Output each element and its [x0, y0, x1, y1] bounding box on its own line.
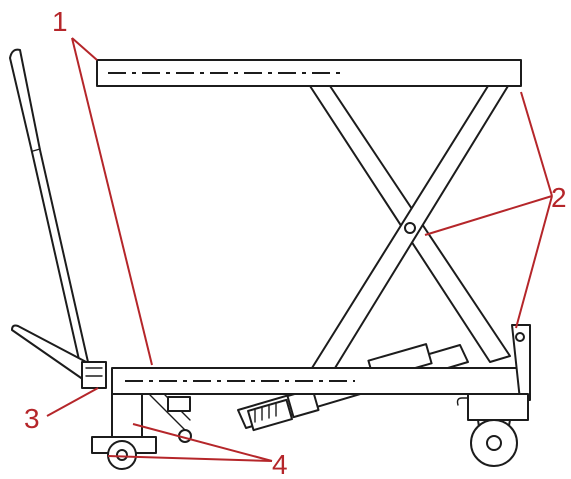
- leader-2-bottom: [515, 195, 553, 329]
- callout-2: 2: [551, 182, 567, 213]
- scissor-arms: [309, 85, 511, 369]
- leader-4-left: [107, 455, 273, 462]
- callout-3: 3: [24, 403, 40, 434]
- top-platform: [96, 59, 522, 87]
- callout-4: 4: [272, 449, 288, 479]
- leader-2-top: [520, 91, 553, 197]
- rear-castor-wheel: [456, 393, 529, 467]
- push-handle: [9, 48, 89, 365]
- leader-3: [46, 387, 99, 417]
- foot-pedal: [11, 324, 107, 389]
- leader-2-middle: [424, 195, 553, 236]
- callout-leaders: [46, 37, 553, 462]
- leader-1-bottom: [71, 37, 153, 366]
- leader-4-right: [132, 423, 273, 462]
- callout-1: 1: [52, 6, 68, 37]
- front-wheel-assembly: [91, 393, 192, 470]
- leader-1-top: [71, 37, 98, 61]
